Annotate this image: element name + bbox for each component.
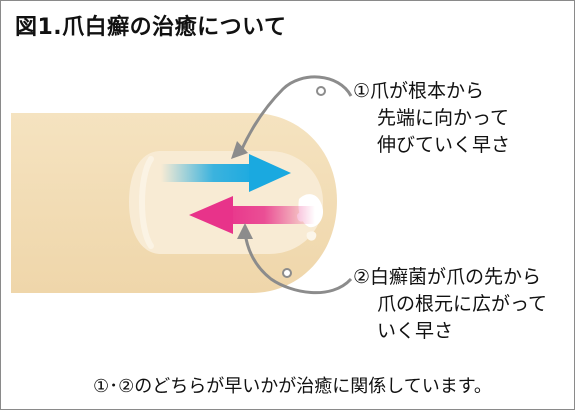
- label-1-line-2: 先端に向かって: [377, 107, 510, 129]
- leader-1-dot: [316, 86, 326, 96]
- pink-arrow-head: [189, 196, 233, 234]
- leader-1-curve: [239, 75, 353, 152]
- leader-2-arrowhead: [237, 223, 253, 239]
- label-2-line-2: 爪の根元に広がって: [377, 293, 548, 315]
- leader-2-dot: [282, 268, 292, 278]
- figure-title: 図1.爪白癬の治癒について: [15, 15, 287, 40]
- label-1-line-1: ①爪が根本から: [353, 80, 485, 102]
- blue-arrow-head: [249, 154, 291, 192]
- footer-note: ①･②のどちらが早いかが治癒に関係しています。: [93, 376, 492, 397]
- blue-arrow-shaft: [161, 164, 256, 182]
- label-fungus-spread: ②白癬菌が爪の先から 爪の根元に広がって いく早さ: [353, 264, 547, 345]
- label-nail-growth: ①爪が根本から 先端に向かって 伸びていく早さ: [353, 78, 510, 159]
- leader-2-curve: [243, 232, 353, 295]
- label-2-line-1: ②白癬菌が爪の先から: [353, 266, 542, 288]
- label-1-line-3: 伸びていく早さ: [377, 134, 511, 156]
- nail-edge-highlight: [139, 156, 154, 249]
- leader-1-arrowhead: [231, 141, 248, 159]
- label-2-line-3: いく早さ: [377, 320, 454, 342]
- pink-arrow-shaft: [223, 206, 315, 224]
